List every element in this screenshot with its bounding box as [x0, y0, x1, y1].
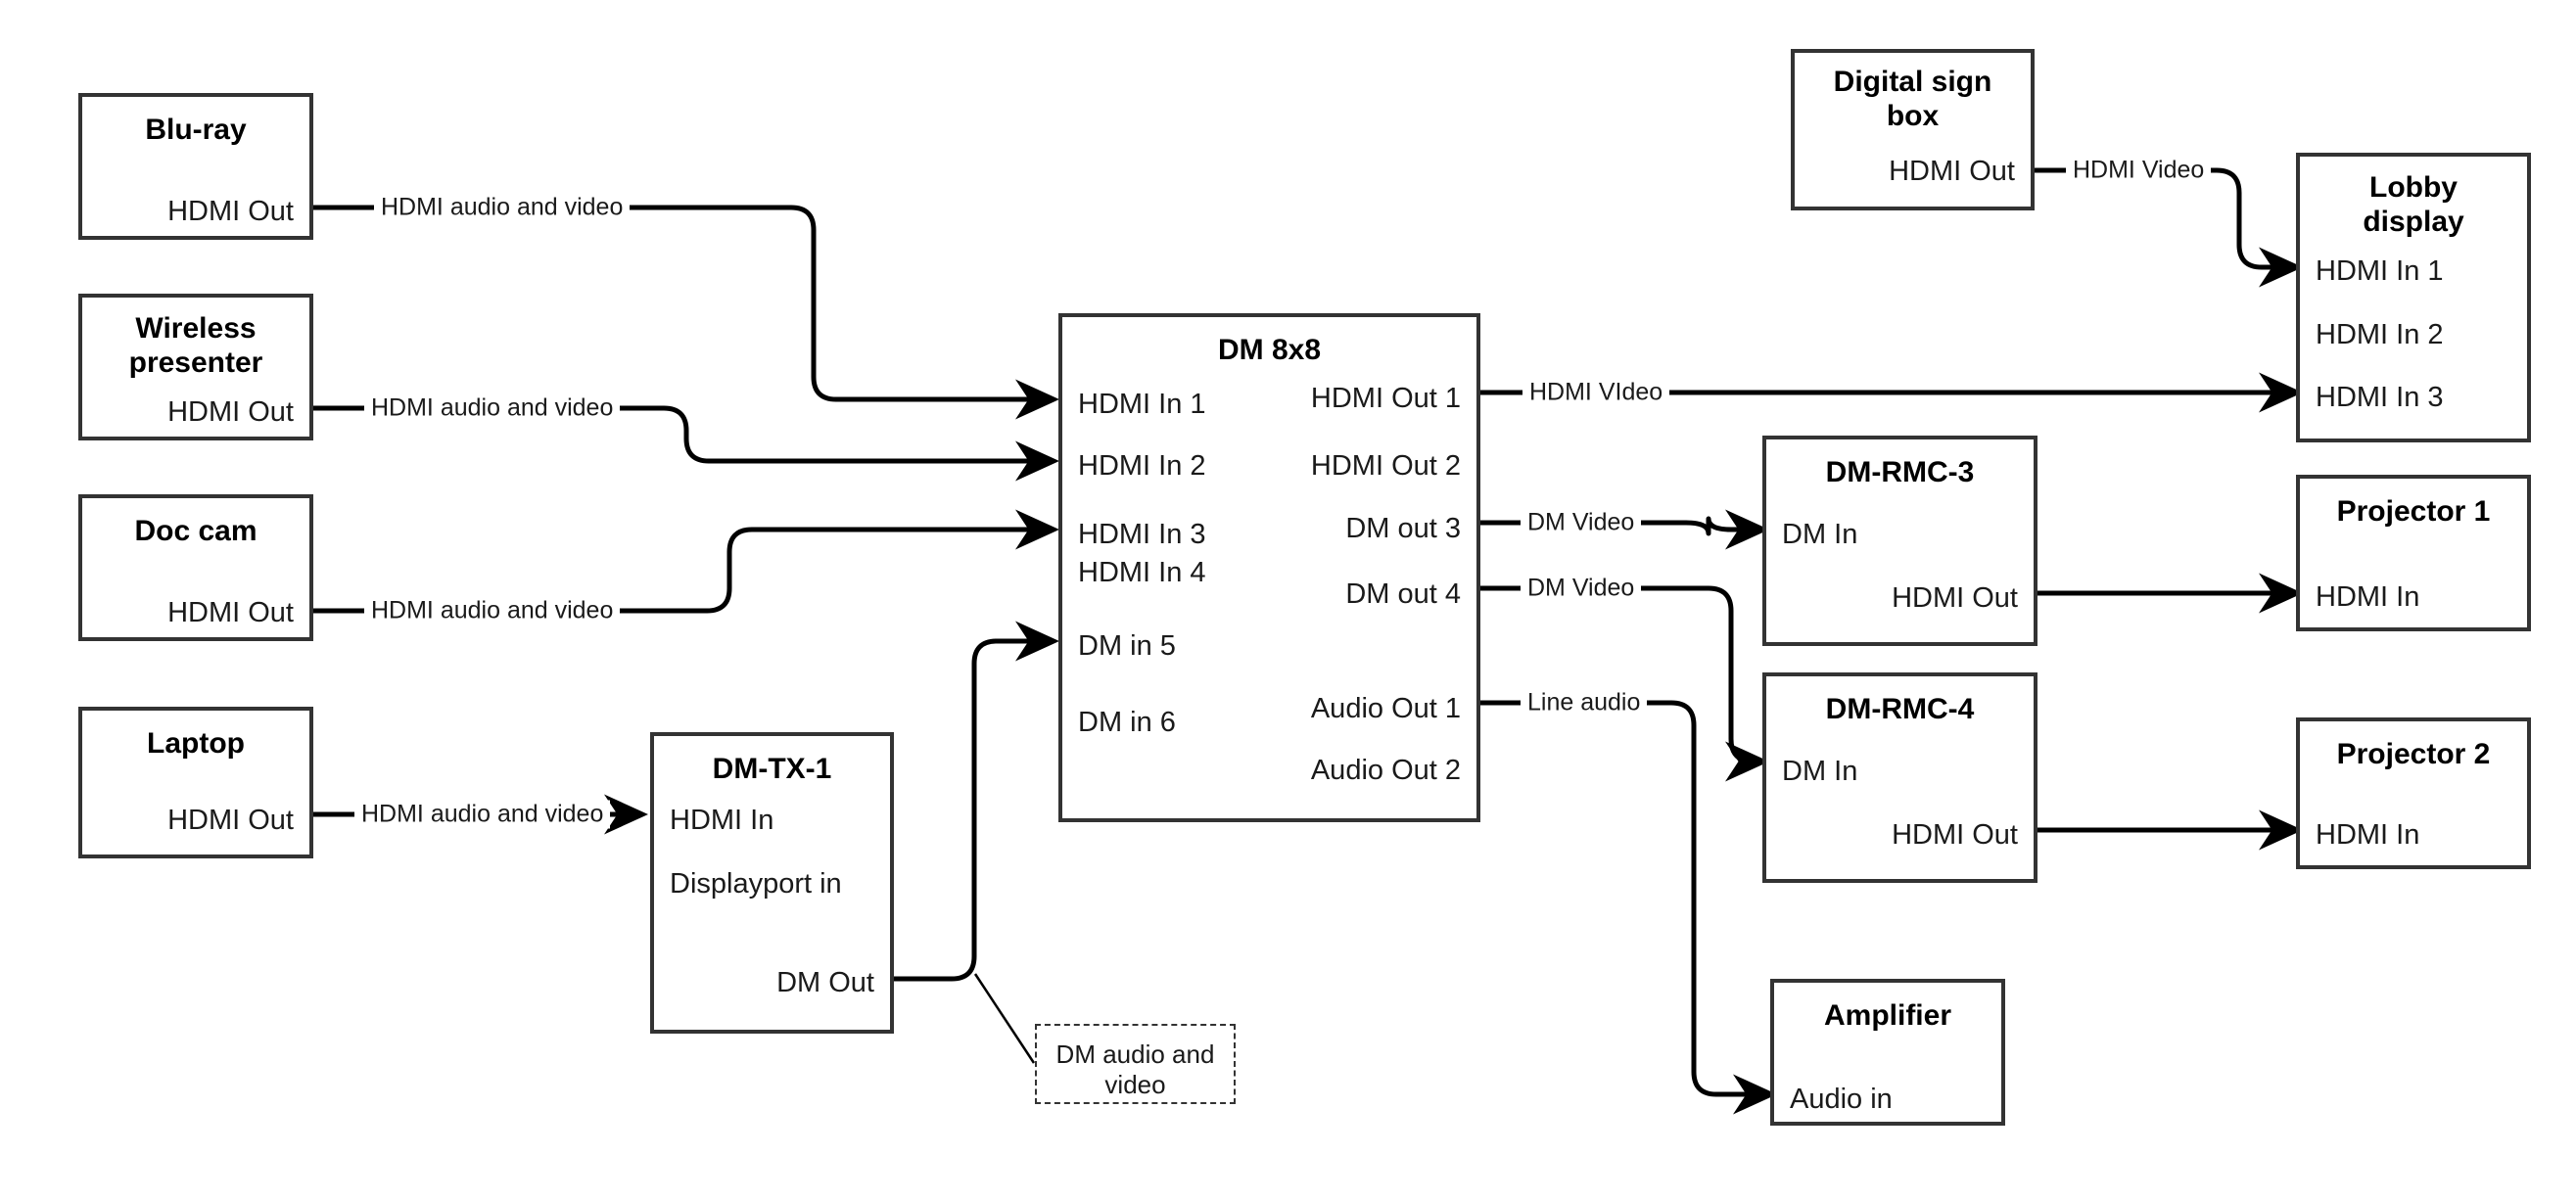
node-bluray-port-hdmi-out: HDMI Out [167, 196, 294, 227]
node-wireless-presenter-title: Wireless presenter [128, 312, 263, 380]
wire-annotation-leader [973, 973, 1036, 1064]
node-dm-rmc-4[interactable]: DM-RMC-4 DM In HDMI Out [1762, 672, 2037, 883]
node-lobby-display-title: Lobby display [2363, 171, 2464, 239]
wire-label-dm8x8-audio-out-1: Line audio [1521, 688, 1648, 717]
node-doc-cam[interactable]: Doc cam HDMI Out [78, 494, 313, 641]
node-lobby-display-input-hdmi-in-1: HDMI In 1 [2316, 255, 2444, 287]
node-dm-8x8-output-dm-out-4: DM out 4 [1345, 578, 1461, 610]
wire-dmtx1-to-dm8x8-dm-in-5 [894, 621, 1060, 982]
node-dm-8x8-input-hdmi-in-3: HDMI In 3 [1078, 519, 1206, 550]
node-bluray-title: Blu-ray [145, 114, 247, 146]
node-wireless-presenter[interactable]: Wireless presenter HDMI Out [78, 294, 313, 440]
wire-label-doccam-to-dm8x8: HDMI audio and video [364, 596, 621, 625]
wire-label-wireless-to-dm8x8: HDMI audio and video [364, 393, 621, 423]
node-dm-tx-1-port-dm-out: DM Out [776, 967, 874, 998]
node-amplifier[interactable]: Amplifier Audio in [1770, 979, 2005, 1126]
wire-wireless-to-dm8x8-hdmi-in-2 [313, 405, 1060, 482]
node-dm-8x8-input-dm-in-5: DM in 5 [1078, 630, 1176, 662]
node-dm-8x8[interactable]: DM 8x8 HDMI In 1 HDMI In 2 HDMI In 3 HDM… [1058, 313, 1480, 822]
node-laptop-title: Laptop [147, 727, 245, 760]
node-dm-8x8-title: DM 8x8 [1217, 334, 1322, 366]
wire-dm8x8-dmout3-to-dmrmc3 [1480, 509, 1770, 550]
node-dm-tx-1-port-displayport-in: Displayport in [670, 868, 842, 900]
node-amplifier-port-audio-in: Audio in [1790, 1084, 1893, 1115]
wire-digitalsign-to-lobby-hdmi-in-1 [1791, 167, 2304, 288]
wire-dm8x8-audioout1-to-amplifier [1480, 700, 1778, 1115]
wire-dm8x8-dmout4-to-dmrmc4 [1480, 585, 1770, 782]
node-lobby-display[interactable]: Lobby display HDMI In 1 HDMI In 2 HDMI I… [2296, 153, 2531, 442]
node-projector-1-title: Projector 1 [2336, 495, 2491, 528]
node-bluray[interactable]: Blu-ray HDMI Out [78, 93, 313, 240]
node-laptop[interactable]: Laptop HDMI Out [78, 707, 313, 858]
node-dm-rmc-3[interactable]: DM-RMC-3 DM In HDMI Out [1762, 436, 2037, 646]
node-dm-rmc-4-port-hdmi-out: HDMI Out [1892, 819, 2018, 851]
annotation-dm-audio-video-text: DM audio and video [1055, 1039, 1215, 1100]
node-dm-8x8-output-dm-out-3: DM out 3 [1345, 513, 1461, 544]
node-dm-8x8-output-hdmi-out-2: HDMI Out 2 [1310, 450, 1461, 482]
node-amplifier-title: Amplifier [1823, 999, 1952, 1032]
node-laptop-port-hdmi-out: HDMI Out [167, 805, 294, 836]
node-doc-cam-port-hdmi-out: HDMI Out [167, 597, 294, 628]
node-dm-tx-1-title: DM-TX-1 [712, 753, 832, 785]
node-dm-rmc-3-port-dm-in: DM In [1782, 519, 1858, 550]
wire-label-bluray-to-dm8x8: HDMI audio and video [374, 193, 631, 222]
wire-label-dm8x8-dm-out-3: DM Video [1521, 508, 1642, 537]
node-dm-8x8-output-audio-out-2: Audio Out 2 [1310, 755, 1461, 786]
wire-label-digitalsign-to-lobby: HDMI Video [2066, 156, 2212, 185]
node-digital-sign-box-port-hdmi-out: HDMI Out [1889, 156, 2015, 187]
node-dm-8x8-input-hdmi-in-4: HDMI In 4 [1078, 557, 1206, 588]
node-dm-rmc-4-port-dm-in: DM In [1782, 756, 1858, 787]
node-dm-8x8-input-hdmi-in-1: HDMI In 1 [1078, 389, 1206, 420]
node-dm-8x8-input-dm-in-6: DM in 6 [1078, 707, 1176, 738]
wire-bluray-to-dm8x8-hdmi-in-1 [313, 205, 1060, 420]
node-dm-8x8-input-hdmi-in-2: HDMI In 2 [1078, 450, 1206, 482]
node-wireless-presenter-port-hdmi-out: HDMI Out [167, 396, 294, 428]
wire-label-dm8x8-dm-out-4: DM Video [1521, 574, 1642, 603]
node-projector-1[interactable]: Projector 1 HDMI In [2296, 475, 2531, 631]
wire-label-laptop-to-dmtx1: HDMI audio and video [354, 800, 611, 829]
node-dm-tx-1[interactable]: DM-TX-1 HDMI In Displayport in DM Out [650, 732, 894, 1034]
node-dm-rmc-3-title: DM-RMC-3 [1825, 456, 1975, 488]
node-projector-2[interactable]: Projector 2 HDMI In [2296, 717, 2531, 869]
node-digital-sign-box[interactable]: Digital sign box HDMI Out [1791, 49, 2035, 210]
node-projector-2-port-hdmi-in: HDMI In [2316, 819, 2420, 851]
node-dm-8x8-output-hdmi-out-1: HDMI Out 1 [1310, 383, 1461, 414]
node-lobby-display-input-hdmi-in-2: HDMI In 2 [2316, 319, 2444, 350]
annotation-dm-audio-video: DM audio and video [1035, 1024, 1236, 1104]
node-projector-1-port-hdmi-in: HDMI In [2316, 581, 2420, 613]
node-projector-2-title: Projector 2 [2336, 738, 2491, 770]
node-dm-8x8-output-audio-out-1: Audio Out 1 [1310, 693, 1461, 724]
node-doc-cam-title: Doc cam [134, 515, 258, 547]
wire-doccam-to-dm8x8-hdmi-in-3 [313, 509, 1060, 614]
wire-label-dm8x8-hdmi-out-1: HDMI VIdeo [1522, 378, 1670, 407]
node-digital-sign-box-title: Digital sign box [1833, 66, 1992, 133]
node-dm-rmc-3-port-hdmi-out: HDMI Out [1892, 582, 2018, 614]
node-dm-tx-1-port-hdmi-in: HDMI In [670, 805, 774, 836]
node-lobby-display-input-hdmi-in-3: HDMI In 3 [2316, 382, 2444, 413]
node-dm-rmc-4-title: DM-RMC-4 [1825, 693, 1975, 725]
